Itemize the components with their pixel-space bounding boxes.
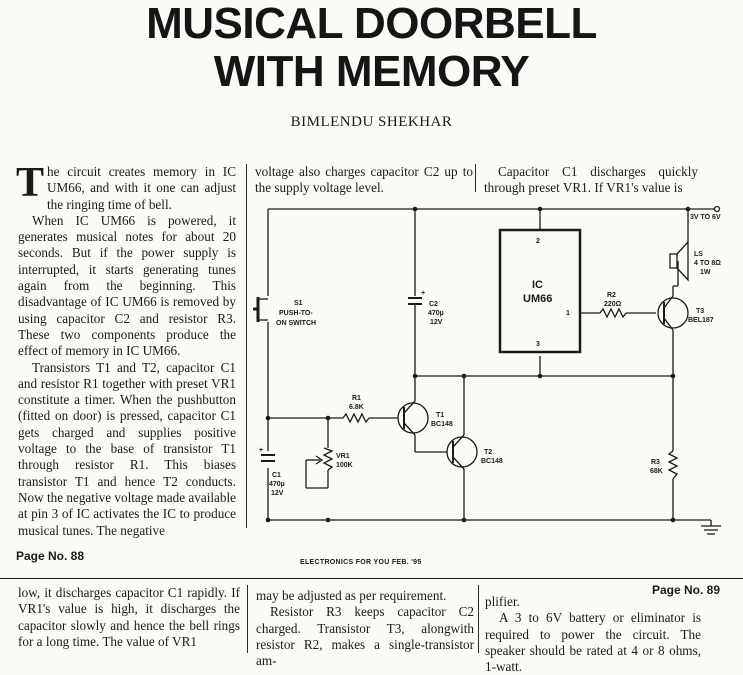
r1-value: 6.8K: [349, 404, 364, 411]
c2-label: C2: [429, 301, 438, 308]
drop-cap: T: [16, 160, 45, 206]
t2-part: BC148: [481, 458, 503, 465]
s1-desc-1: PUSH-TO-: [279, 310, 313, 317]
column3-paragraph-1: Capacitor C1 discharges quickly through …: [484, 164, 698, 196]
vr1-label: VR1: [336, 453, 350, 460]
ic-label: IC: [532, 279, 543, 291]
bottom-column3-paragraph-2: A 3 to 6V battery or eliminator is requi…: [485, 610, 701, 675]
t1-label: T1: [436, 412, 444, 419]
speaker-spec: 4 TO 8Ω: [694, 260, 721, 267]
pin-3-label: 3: [536, 341, 540, 348]
magazine-footer: ELECTRONICS FOR YOU FEB. '95: [300, 559, 422, 566]
pin-2-label: 2: [536, 238, 540, 245]
c2-value: 470µ: [428, 310, 444, 317]
pin-1-label: 1: [566, 310, 570, 317]
bottom-column-2: may be adjusted as per requirement. Resi…: [256, 588, 474, 669]
article-title-line-1: MUSICAL DOORBELL: [146, 0, 597, 48]
speaker-label: LS: [694, 251, 703, 258]
c1-value: 470µ: [269, 481, 285, 488]
s1-desc-2: ON SWITCH: [276, 320, 316, 327]
s1-label: S1: [294, 300, 303, 307]
c2-voltage: 12V: [430, 319, 443, 326]
author-byline: BIMLENDU SHEKHAR: [290, 114, 453, 130]
column1-paragraph-3: Transistors T1 and T2, capacitor C1 and …: [18, 359, 236, 538]
r1-label: R1: [352, 395, 361, 402]
column1-paragraph-1: he circuit creates memory in IC UM66, an…: [47, 164, 236, 212]
r3-label: R3: [651, 459, 660, 466]
bottom-column2-paragraph-1: may be adjusted as per requirement.: [256, 588, 447, 603]
t3-part: BEL187: [688, 317, 714, 324]
bottom-column2-paragraph-2: Resistor R3 keeps capacitor C2 charged. …: [256, 604, 474, 669]
text-column-3: Capacitor C1 discharges quickly through …: [484, 164, 698, 197]
r3-value: 68K: [650, 468, 663, 475]
c1-label: C1: [272, 472, 281, 479]
bottom-column-3: plifier. A 3 to 6V battery or eliminator…: [485, 594, 701, 675]
supply-label: 3V TO 6V: [690, 214, 721, 221]
bottom-column-1: low, it discharges capacitor C1 rapidly.…: [18, 585, 240, 649]
t2-label: T2: [484, 449, 492, 456]
page-number-right: Page No. 89: [652, 583, 721, 597]
text-column-2: voltage also charges capacitor C2 up to …: [255, 164, 473, 197]
vr1-value: 100K: [336, 462, 353, 469]
bottom-column3-paragraph-1: plifier.: [485, 594, 520, 609]
ic-part: UM66: [523, 293, 552, 305]
column-divider: [247, 585, 248, 653]
circuit-diagram: 3V TO 6V LS 4 TO 8Ω 1W IC UM66 2 1 3 R2 …: [253, 205, 721, 535]
column-divider: [246, 164, 247, 528]
c1-plus: +: [259, 447, 263, 454]
column2-paragraph-1: voltage also charges capacitor C2 up to …: [255, 164, 473, 196]
column-divider: [478, 585, 479, 653]
t3-label: T3: [696, 308, 704, 315]
t1-part: BC148: [431, 421, 453, 428]
r2-value: 220Ω: [604, 301, 622, 308]
speaker-watt: 1W: [700, 269, 711, 276]
c2-plus: +: [421, 290, 425, 297]
r2-label: R2: [607, 292, 616, 299]
c1-voltage: 12V: [271, 490, 284, 497]
column1-paragraph-2: When IC UM66 is powered, it generates mu…: [18, 212, 236, 359]
page-number-left: Page No. 88: [16, 549, 85, 563]
article-title-line-2: WITH MEMORY: [213, 47, 530, 96]
column-divider: [475, 164, 476, 192]
page-separator: [0, 578, 743, 579]
